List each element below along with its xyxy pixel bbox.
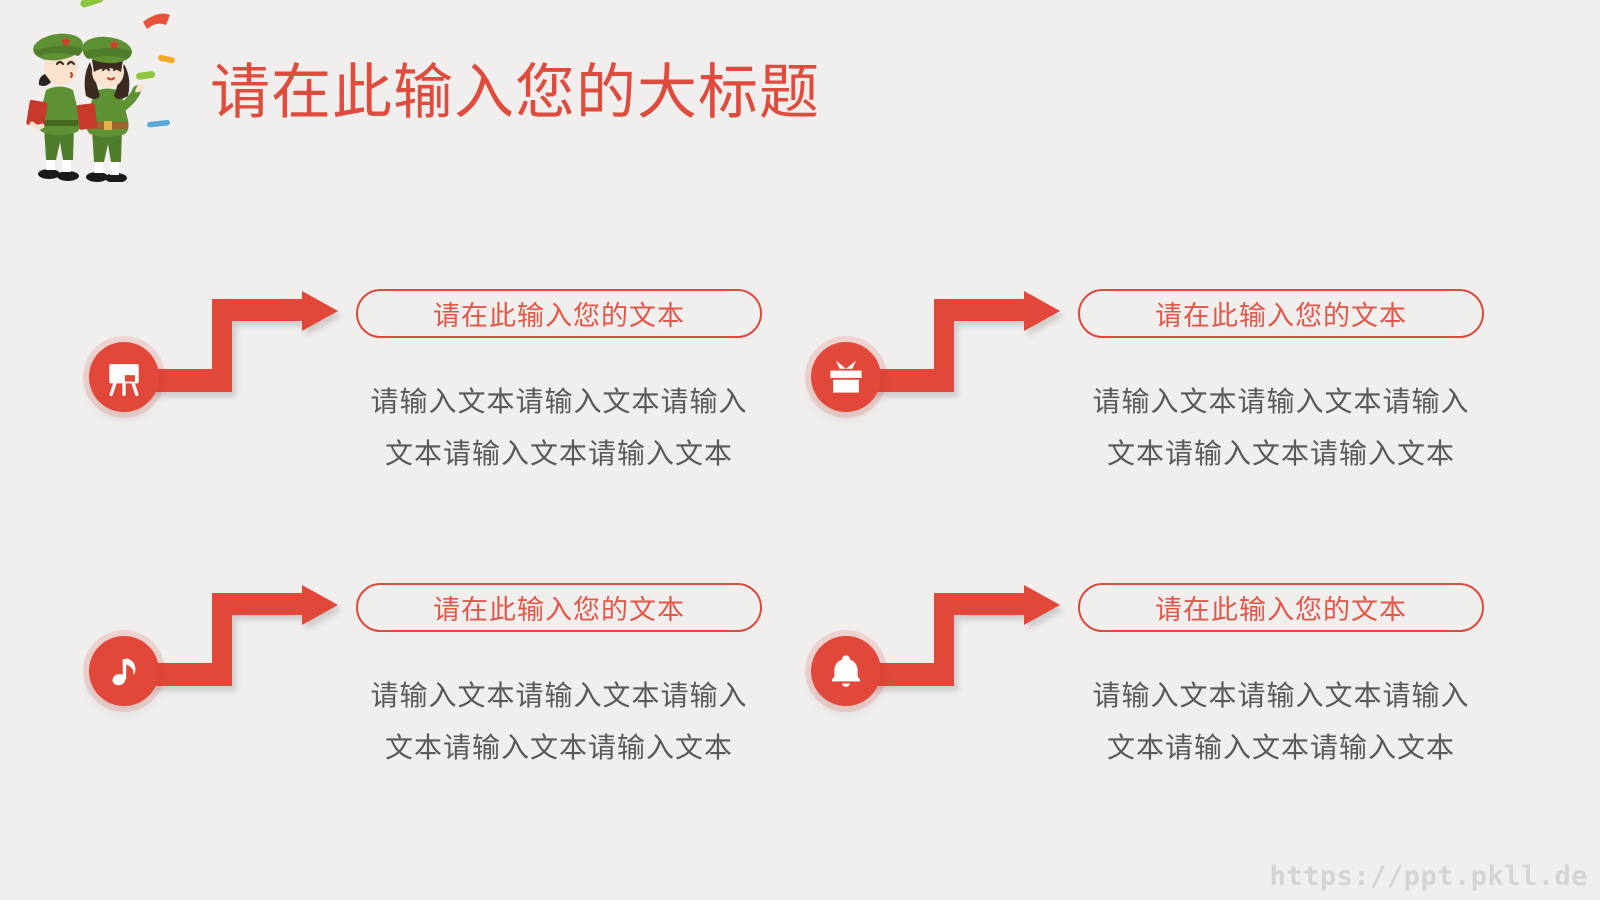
body-text[interactable]: 请输入文本请输入文本请输入 文本请输入文本请输入文本 [1038, 376, 1524, 480]
body-line: 文本请输入文本请输入文本 [384, 732, 733, 763]
page-title[interactable]: 请在此输入您的大标题 [210, 59, 820, 126]
zigzag-arrow [846, 291, 1060, 392]
music-note-icon [89, 636, 159, 706]
easel-icon [89, 342, 159, 412]
watermark-url: https://ppt.pkll.de [1269, 861, 1588, 892]
confetti-shapes [33, 0, 175, 128]
zigzag-arrow [124, 585, 338, 686]
section-bell: 请在此输入您的文本 请输入文本请输入文本请输入 文本请输入文本请输入文本 [806, 564, 1506, 789]
body-text[interactable]: 请输入文本请输入文本请输入 文本请输入文本请输入文本 [1038, 670, 1524, 774]
body-line: 文本请输入文本请输入文本 [1106, 732, 1455, 763]
bell-icon [811, 636, 881, 706]
body-line: 请输入文本请输入文本请输入 [1092, 386, 1470, 417]
section-easel: 请在此输入您的文本 请输入文本请输入文本请输入 文本请输入文本请输入文本 [84, 270, 784, 495]
text-box[interactable]: 请在此输入您的文本 [356, 289, 762, 338]
body-text[interactable]: 请输入文本请输入文本请输入 文本请输入文本请输入文本 [316, 670, 802, 774]
girl-figure [76, 36, 145, 182]
body-line: 请输入文本请输入文本请输入 [370, 680, 748, 711]
body-line: 请输入文本请输入文本请输入 [1092, 680, 1470, 711]
body-line: 文本请输入文本请输入文本 [384, 438, 733, 469]
body-text[interactable]: 请输入文本请输入文本请输入 文本请输入文本请输入文本 [316, 376, 802, 480]
body-line: 请输入文本请输入文本请输入 [370, 386, 748, 417]
section-music: 请在此输入您的文本 请输入文本请输入文本请输入 文本请输入文本请输入文本 [84, 564, 784, 789]
boy-figure [26, 33, 83, 181]
pioneers-illustration [26, 0, 175, 182]
gift-icon [811, 342, 881, 412]
text-box[interactable]: 请在此输入您的文本 [1078, 289, 1484, 338]
zigzag-arrow [124, 291, 338, 392]
zigzag-arrow [846, 585, 1060, 686]
body-line: 文本请输入文本请输入文本 [1106, 438, 1455, 469]
text-box[interactable]: 请在此输入您的文本 [1078, 583, 1484, 632]
text-box[interactable]: 请在此输入您的文本 [356, 583, 762, 632]
section-gift: 请在此输入您的文本 请输入文本请输入文本请输入 文本请输入文本请输入文本 [806, 270, 1506, 495]
